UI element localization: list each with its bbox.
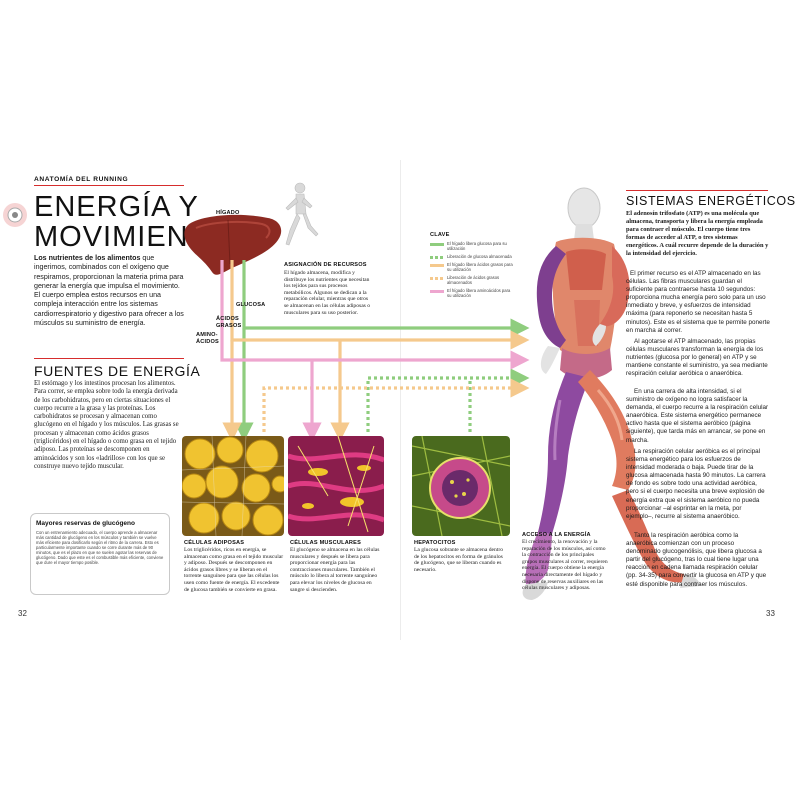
amino-acids-label-2: ÁCIDOS <box>196 339 219 345</box>
muscle-caption: CÉLULAS MUSCULARES El glucógeno se almac… <box>290 540 386 593</box>
key-swatch <box>430 290 444 293</box>
key-item-text: Liberación de glucosa almacenada <box>447 254 512 259</box>
page-number-right: 33 <box>766 609 775 618</box>
key-item: El hígado libera ácidos grasos para su u… <box>430 262 514 272</box>
runner-anatomy-figure <box>522 187 700 600</box>
key-item: Liberación de ácidos grasos almacenados <box>430 275 514 285</box>
hepatocytes-caption: HEPATOCITOS La glucosa sobrante se almac… <box>414 540 506 573</box>
sistemas-heading: SISTEMAS ENERGÉTICOS <box>626 194 796 208</box>
diagram-key: CLAVE El hígado libera glucosa para su u… <box>430 232 514 301</box>
sistemas-lead: El adenosín trifosfato (ATP) es una molé… <box>626 210 769 257</box>
fuentes-text: El estómago y los intestinos procesan lo… <box>34 380 179 470</box>
glucose-label: GLUCOSA <box>236 302 266 308</box>
acceso-title: ACCESO A LA ENERGÍA <box>522 532 591 538</box>
stored-fatty-acid-lines <box>262 378 530 432</box>
acceso-text: El crecimiento, la renovación y la repar… <box>522 539 608 592</box>
fatty-acids-label-1: ÁCIDOS <box>216 316 239 322</box>
fatty-acid-lines <box>222 260 530 442</box>
key-item: El hígado libera aminoácidos para su uti… <box>430 288 514 298</box>
sistemas-p3: En una carrera de alta intensidad, si el… <box>626 388 769 444</box>
fatty-acids-label: ÁCIDOS GRASOS <box>216 316 241 330</box>
liver-illustration <box>184 214 282 275</box>
sistemas-p1: El primer recurso es el ATP almacenado e… <box>626 270 770 334</box>
glucose-lines <box>234 260 530 442</box>
sistemas-p4: La respiración celular aeróbica es el pr… <box>626 448 766 520</box>
page-number-left: 32 <box>18 609 27 618</box>
key-item: Liberación de glucosa almacenada <box>430 254 514 259</box>
amino-acid-lines <box>220 260 530 442</box>
key-list: El hígado libera glucosa para su utiliza… <box>430 241 514 298</box>
asignacion-title: ASIGNACIÓN DE RECURSOS <box>284 262 367 268</box>
fuentes-rule <box>34 358 184 360</box>
liver-label: HÍGADO <box>216 210 240 216</box>
adipose-label: CÉLULAS ADIPOSAS <box>184 540 245 546</box>
reserves-title: Mayores reservas de glucógeno <box>36 520 135 527</box>
adipose-caption: CÉLULAS ADIPOSAS Los triglicéridos, rico… <box>184 540 284 593</box>
glycogen-reserves-box: Mayores reservas de glucógeno Con un ent… <box>30 513 170 595</box>
key-item-text: El hígado libera aminoácidos para su uti… <box>447 288 511 298</box>
key-item: El hígado libera glucosa para su utiliza… <box>430 241 514 251</box>
key-item-text: Liberación de ácidos grasos almacenados <box>447 275 500 285</box>
hepatocytes-photo <box>412 436 510 536</box>
fatty-acids-label-2: GRASOS <box>216 323 242 329</box>
intro-rest: que ingerimos, combinados con el oxígeno… <box>34 254 184 328</box>
key-item-text: El hígado libera glucosa para su utiliza… <box>447 241 507 251</box>
key-swatch <box>430 256 444 259</box>
small-runner-icon <box>285 182 319 246</box>
section-label: ANATOMÍA DEL RUNNING <box>34 176 129 183</box>
fuentes-heading: FUENTES DE ENERGÍA <box>34 363 201 379</box>
amino-acids-label: AMINO- ÁCIDOS <box>196 332 219 346</box>
key-item-text: El hígado libera ácidos grasos para su u… <box>447 262 513 272</box>
key-title: CLAVE <box>430 232 450 238</box>
sistemas-p2: Al agotarse el ATP almacenado, las propi… <box>626 338 768 378</box>
page-gutter <box>400 160 401 640</box>
hepatocytes-text: La glucosa sobrante se almacena dentro d… <box>414 547 503 573</box>
title-line-1: ENERGÍA Y <box>34 191 199 223</box>
key-swatch <box>430 243 444 246</box>
intro-text: Los nutrientes de los alimentos que inge… <box>34 254 184 328</box>
key-swatch <box>430 264 444 267</box>
reserves-text: Con un entrenamiento adecuado, el cuerpo… <box>36 530 164 565</box>
adipose-text: Los triglicéridos, ricos en energía, se … <box>184 547 284 593</box>
muscle-label: CÉLULAS MUSCULARES <box>290 540 362 546</box>
adipose-cells-photo <box>182 436 284 536</box>
stored-glucose-lines <box>366 368 530 432</box>
asignacion-text: El hígado almacena, modifica y distribuy… <box>284 270 371 316</box>
intro-bold: Los nutrientes de los alimentos <box>34 254 141 262</box>
energy-flow-diagram <box>184 182 700 600</box>
sistemas-p5: Tanto la respiración aeróbica como la an… <box>626 532 767 588</box>
hepatocytes-label: HEPATOCITOS <box>414 540 456 546</box>
book-spread: ANATOMÍA DEL RUNNING ENERGÍA Y MOVIMIENT… <box>0 160 800 640</box>
asignacion-block: ASIGNACIÓN DE RECURSOS El hígado almacen… <box>284 262 374 316</box>
sistemas-rule <box>626 190 768 192</box>
muscle-cells-photo <box>288 436 384 536</box>
key-swatch <box>430 277 444 280</box>
muscle-text: El glucógeno se almacena en las células … <box>290 547 380 593</box>
target-icon <box>2 202 28 228</box>
amino-acids-label-1: AMINO- <box>196 332 218 338</box>
acceso-block: ACCESO A LA ENERGÍA El crecimiento, la r… <box>522 532 610 592</box>
header-rule <box>34 185 184 186</box>
